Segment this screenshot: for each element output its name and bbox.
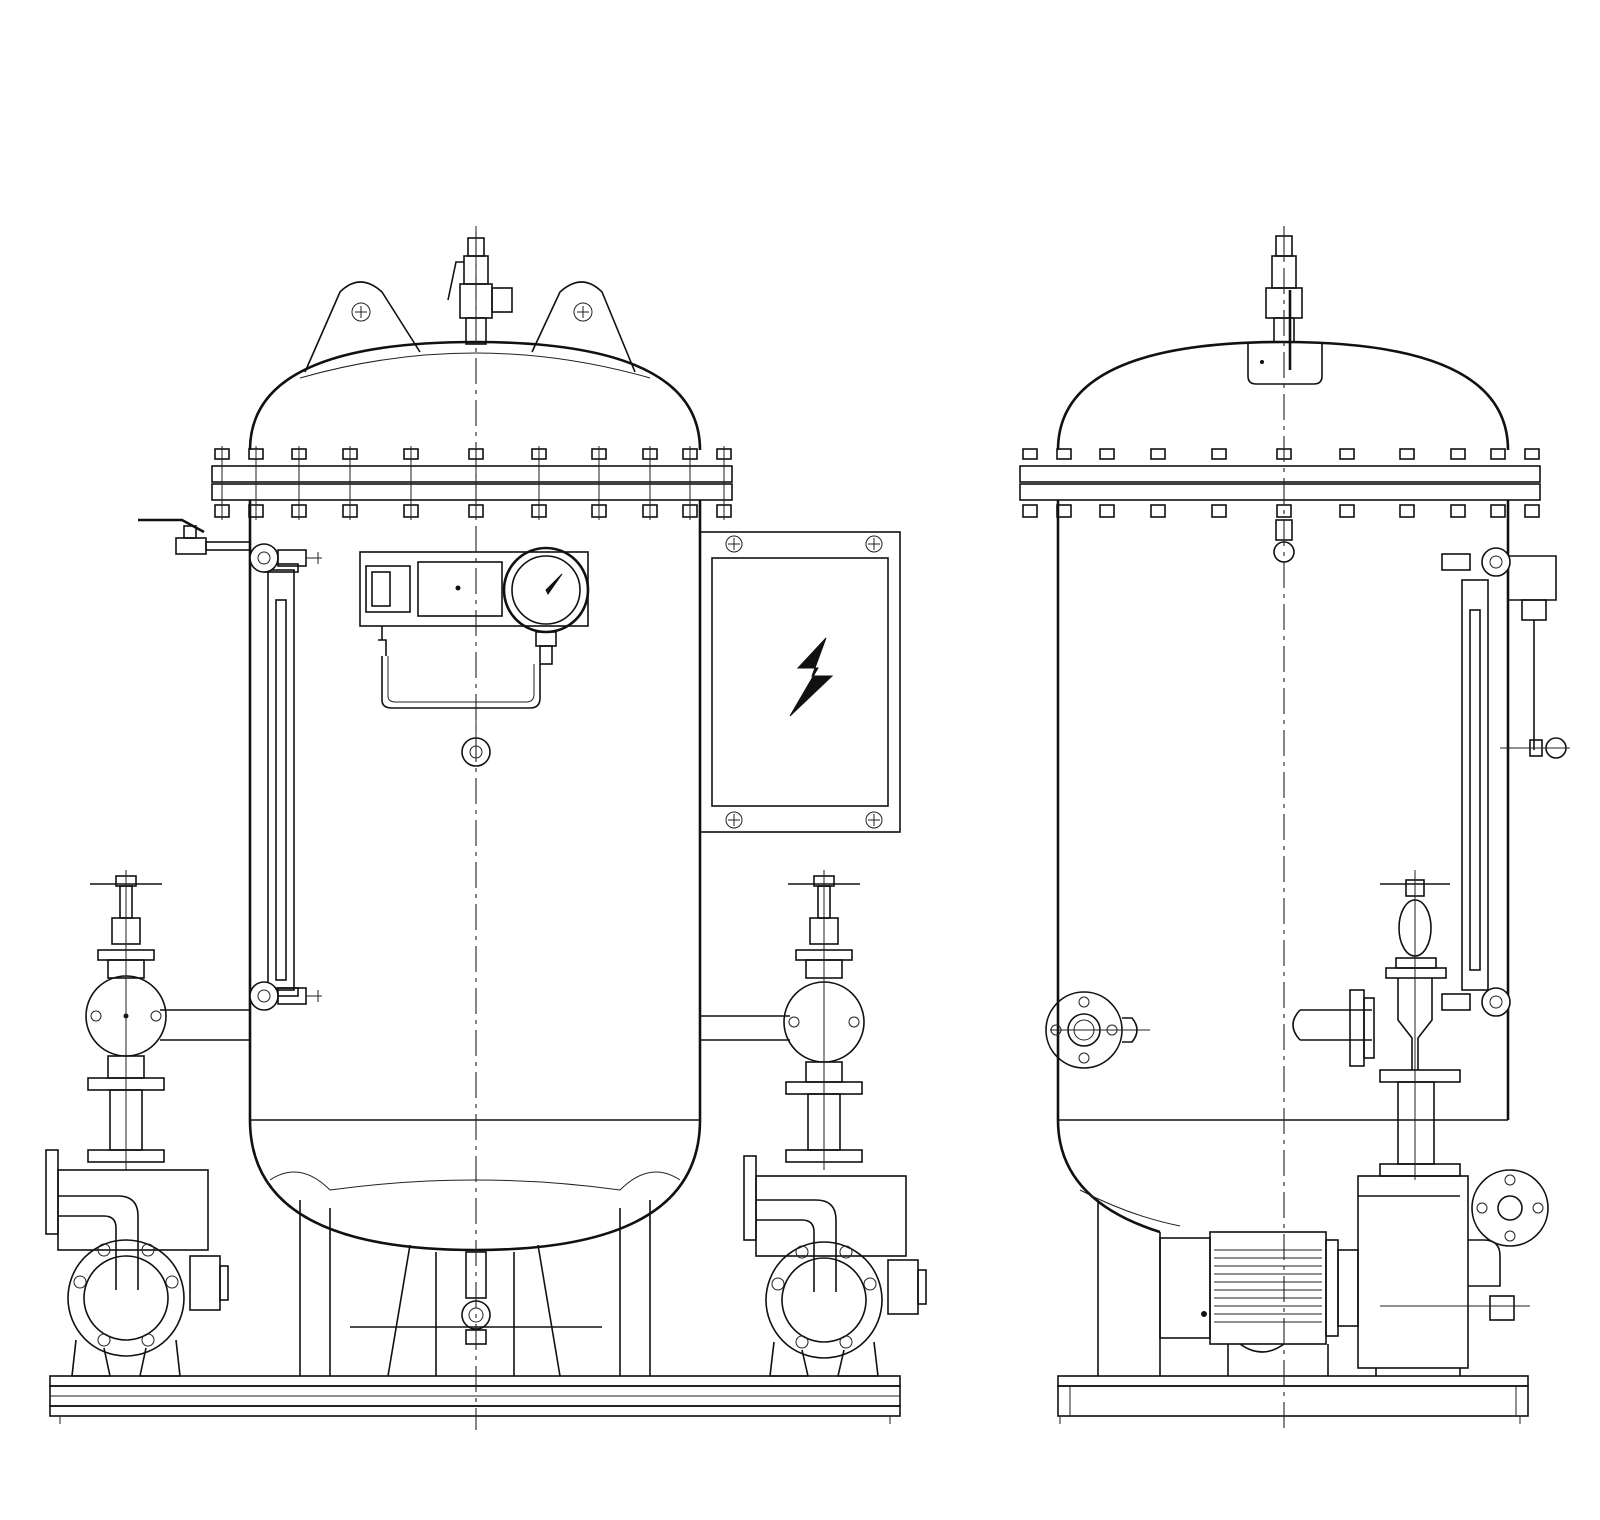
pumps [45, 1149, 229, 1377]
side-base-frame [1057, 1375, 1529, 1424]
vent-ball-valve [138, 518, 251, 555]
base-frame [49, 1375, 901, 1424]
cabinet-screws [725, 535, 883, 829]
side-shell [1056, 500, 1510, 1120]
lightning-bolt-icon [789, 637, 834, 717]
body-flange [211, 446, 733, 520]
inlet-valve [85, 870, 167, 1170]
side-pump [1357, 1169, 1549, 1376]
top-head [248, 340, 702, 451]
flange-nozzle [1045, 991, 1150, 1069]
support-legs [299, 1200, 651, 1377]
pressure-gauge-icon [502, 546, 590, 665]
motor-fins [1214, 1249, 1322, 1323]
safety-valve [447, 226, 513, 345]
side-elevation [1019, 226, 1570, 1430]
outlet-pipe [700, 1015, 790, 1041]
side-level-gauge [1441, 547, 1570, 1017]
control-cabinet [699, 531, 901, 833]
electric-motor [1159, 1231, 1359, 1376]
side-valve [1292, 870, 1461, 1180]
pump-left [45, 1149, 229, 1377]
pump-right [743, 1155, 927, 1377]
inlet-pipe [160, 1009, 250, 1041]
shell [248, 500, 702, 1120]
side-bottom-head [1056, 1119, 1161, 1234]
side-body-flange [1019, 448, 1541, 563]
front-elevation [45, 226, 927, 1430]
level-gauge [249, 543, 322, 1011]
outlet-valve [783, 870, 865, 1170]
side-top-head [1056, 340, 1510, 451]
lifting-lugs [304, 281, 636, 373]
bottom-head [248, 1119, 702, 1252]
